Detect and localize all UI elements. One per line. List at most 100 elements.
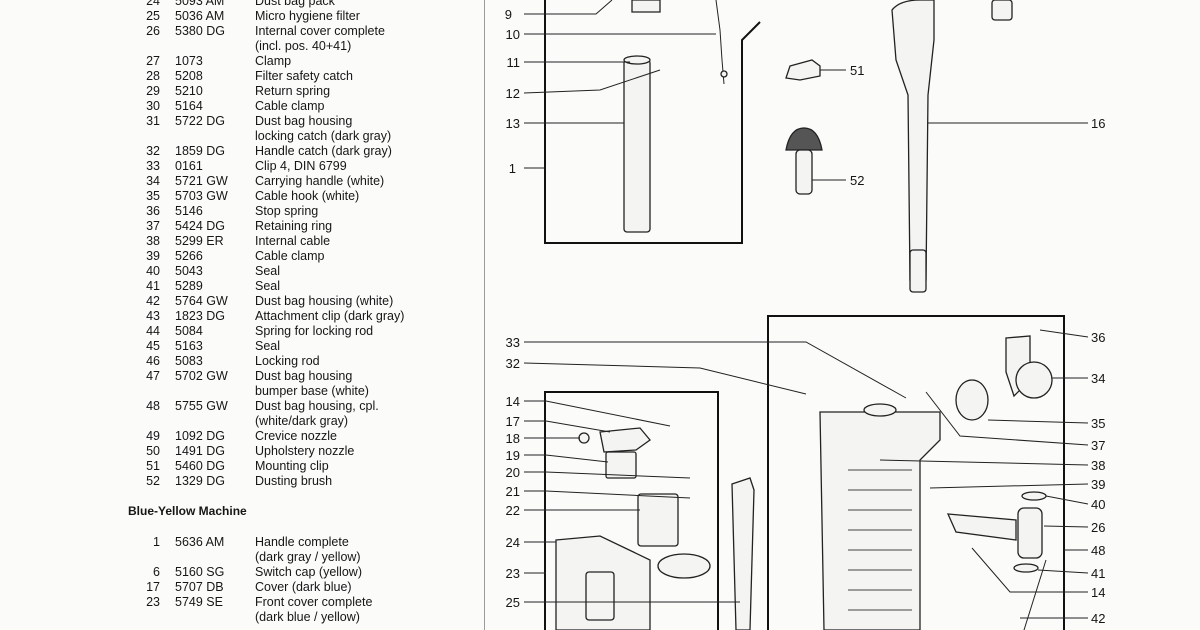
part-mounting-clip	[785, 59, 821, 81]
part-code: 5266	[175, 249, 203, 263]
part-code: 0161	[175, 159, 203, 173]
part-code: 1823 DG	[175, 309, 226, 323]
part-code: 5043	[175, 264, 203, 278]
part-code: 5146	[175, 204, 203, 218]
part-number: 26	[146, 24, 160, 38]
part-dusting-brush-bristles	[785, 127, 823, 151]
part-seal-lower	[1013, 563, 1039, 573]
part-number: 31	[146, 114, 160, 128]
part-number: 25	[146, 9, 160, 23]
part-description: Dust bag pack	[255, 0, 335, 8]
part-description: Spring for locking rod	[255, 324, 374, 338]
part-description: Crevice nozzle	[255, 429, 337, 443]
part-description: Seal	[255, 264, 281, 278]
callout-42: 42	[1091, 611, 1105, 626]
part-code: 1491 DG	[175, 444, 226, 458]
part-switch-cap	[578, 432, 590, 444]
part-description: Clip 4, DIN 6799	[255, 159, 347, 173]
part-cable-end	[720, 70, 728, 78]
part-description: Locking rod	[255, 354, 320, 368]
callout-35: 35	[1091, 416, 1105, 431]
part-switch-assembly	[599, 427, 651, 453]
part-description: Seal	[255, 279, 281, 293]
callout-14: 14	[506, 394, 520, 409]
callout-18: 18	[506, 431, 520, 446]
part-description: (dark blue / yellow)	[255, 610, 360, 624]
part-description: Mounting clip	[255, 459, 329, 473]
part-code: 5299 ER	[175, 234, 224, 248]
callout-34: 34	[1091, 371, 1105, 386]
callout-22: 22	[506, 503, 520, 518]
callout-23: 23	[506, 566, 520, 581]
callout-48: 48	[1091, 543, 1105, 558]
part-description: Dust bag housing (white)	[255, 294, 394, 308]
part-number: 47	[146, 369, 160, 383]
part-description: Cable clamp	[255, 99, 325, 113]
part-number: 34	[146, 174, 160, 188]
part-description: Cable hook (white)	[255, 189, 360, 203]
part-code: 5164	[175, 99, 203, 113]
part-code: 5721 GW	[175, 174, 228, 188]
part-code: 5093 AM	[175, 0, 225, 8]
part-code: 5424 DG	[175, 219, 226, 233]
part-description: Front cover complete	[255, 595, 373, 609]
part-front-cover-window	[585, 571, 615, 621]
part-number: 24	[146, 0, 160, 8]
part-carrying-handle-hub	[1015, 361, 1053, 399]
part-code: 5460 DG	[175, 459, 226, 473]
part-number: 37	[146, 219, 160, 233]
callout-37: 37	[1091, 438, 1105, 453]
part-code: 5722 DG	[175, 114, 226, 128]
callout-25: 25	[506, 595, 520, 610]
part-seal-upper	[1021, 491, 1047, 501]
part-number: 51	[146, 459, 160, 473]
part-number: 35	[146, 189, 160, 203]
part-number: 49	[146, 429, 160, 443]
part-number: 28	[146, 69, 160, 83]
frame-lower-right	[767, 315, 1065, 630]
housing-ribs	[848, 469, 912, 611]
callout-10: 10	[506, 27, 520, 42]
part-code: 5703 GW	[175, 189, 228, 203]
part-filter-strip	[731, 477, 755, 630]
part-description: Filter safety catch	[255, 69, 353, 83]
part-number: 32	[146, 144, 160, 158]
part-code: 5702 GW	[175, 369, 228, 383]
callout-9: 9	[505, 7, 512, 22]
part-number: 46	[146, 354, 160, 368]
part-number: 41	[146, 279, 160, 293]
callout-leaders	[523, 0, 1089, 630]
callout-17: 17	[506, 414, 520, 429]
callout-14: 14	[1091, 585, 1105, 600]
part-dusting-brush-body	[795, 149, 813, 195]
part-handle-wand-end	[909, 249, 927, 293]
part-description: Internal cable	[255, 234, 331, 248]
part-code: 1073	[175, 54, 203, 68]
callout-32: 32	[506, 356, 520, 371]
part-code: 5208	[175, 69, 203, 83]
part-number: 43	[146, 309, 160, 323]
part-number: 29	[146, 84, 160, 98]
frame-lower-left	[544, 391, 719, 630]
part-description: Cable clamp	[255, 249, 325, 263]
part-number: 45	[146, 339, 160, 353]
part-internal-cover	[1017, 507, 1043, 559]
part-handle-wand	[891, 0, 935, 281]
callout-33: 33	[506, 335, 520, 350]
callout-13: 13	[506, 116, 520, 131]
part-description: Internal cover complete	[255, 24, 385, 38]
part-code: 5163	[175, 339, 203, 353]
part-number: 40	[146, 264, 160, 278]
part-motor-mount	[657, 553, 711, 579]
part-number: 39	[146, 249, 160, 263]
part-description: Dust bag housing	[255, 114, 353, 128]
part-number: 6	[153, 565, 160, 579]
part-description: Dusting brush	[255, 474, 333, 488]
part-code: 5755 GW	[175, 399, 228, 413]
callout-51: 51	[850, 63, 864, 78]
part-housing-port	[863, 403, 897, 417]
part-description: Dust bag housing	[255, 369, 353, 383]
part-switch-cover	[605, 451, 637, 479]
part-description: Clamp	[255, 54, 292, 68]
